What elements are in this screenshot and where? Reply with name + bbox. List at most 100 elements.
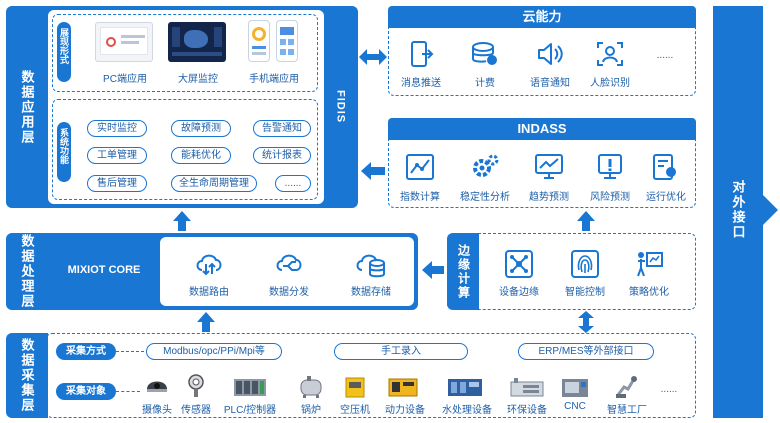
edge-item-strategy: 策略优化: [629, 287, 669, 298]
indass-item-index: 指数计算: [400, 192, 440, 203]
arrow-fidis-cloud: [359, 49, 387, 65]
index-calc-icon: [406, 154, 434, 180]
external-interface-panel: [713, 6, 763, 418]
display-label-text: 展现形式: [59, 28, 69, 64]
face-recognition-icon: [597, 42, 623, 66]
air-compressor-icon: [345, 377, 365, 398]
camera-icon: [147, 381, 167, 392]
strategy-optimize-icon: [637, 252, 663, 277]
function-statistics-report: 统计报表: [253, 147, 311, 164]
plc-controller-icon: [234, 379, 266, 396]
method-modbus: Modbus/opc/PPi/Mpi等: [146, 343, 282, 360]
big-screen-thumbnail: [168, 22, 226, 62]
method-divider: [116, 351, 144, 352]
function-label-text: 系统功能: [59, 128, 69, 164]
object-water-treatment: 水处理设备: [442, 405, 492, 416]
object-power-equipment: 动力设备: [385, 405, 425, 416]
arrow-proc-app: [173, 211, 191, 231]
function-section: [52, 99, 318, 200]
function-energy-optimize: 能耗优化: [171, 147, 231, 164]
edge-item-device: 设备边缘: [499, 287, 539, 298]
collection-method-label: 采集方式: [56, 343, 116, 360]
object-air-compressor: 空压机: [340, 405, 370, 416]
power-equipment-icon: [388, 378, 418, 397]
function-realtime-monitor: 实时监控: [87, 120, 147, 137]
proc-item-distribution: 数据分发: [269, 287, 309, 298]
cloud-item-face: 人脸识别: [590, 78, 630, 89]
arrow-coll-edge: [578, 311, 594, 333]
arrow-edge-indass: [577, 211, 595, 231]
risk-prediction-icon: [598, 154, 622, 179]
function-lifecycle: 全生命周期管理: [171, 175, 257, 192]
function-after-sales: 售后管理: [87, 175, 147, 192]
boiler-icon: [300, 376, 322, 398]
mobile-app-thumbnail-2: [276, 20, 298, 62]
data-routing-icon: [196, 254, 222, 276]
display-item-bigscreen: 大屏监控: [178, 74, 218, 85]
sensor-icon: [188, 374, 204, 397]
edge-item-control: 智能控制: [565, 287, 605, 298]
data-distribution-icon: [276, 254, 302, 271]
data-storage-icon: [356, 254, 385, 278]
mobile-app-thumbnail: [248, 20, 270, 62]
display-label: 展现形式: [57, 22, 71, 82]
display-section: [52, 14, 318, 92]
mixiot-core-label: MIXIOT CORE: [67, 264, 141, 276]
collection-object-label: 采集对象: [56, 383, 116, 400]
display-item-mobile: 手机端应用: [249, 74, 299, 85]
indass-item-stability: 稳定性分析: [460, 192, 510, 203]
device-edge-icon: [505, 250, 533, 278]
function-alarm-notify: 告警通知: [253, 120, 311, 137]
cloud-item-voice: 语音通知: [530, 78, 570, 89]
arrow-indass-app: [361, 162, 385, 180]
object-smart-factory: 智慧工厂: [607, 405, 647, 416]
pc-app-thumbnail: [95, 22, 153, 62]
operation-optimize-icon: [653, 154, 676, 180]
proc-item-routing: 数据路由: [189, 287, 229, 298]
fidis-label: FIDIS: [334, 90, 347, 124]
proc-item-storage: 数据存储: [351, 287, 391, 298]
object-sensor: 传感器: [181, 405, 211, 416]
object-environmental: 环保设备: [507, 405, 547, 416]
layer-label-app: 数据应用层: [6, 6, 48, 208]
cloud-item-message-push: 消息推送: [401, 78, 441, 89]
message-push-icon: [411, 41, 434, 67]
trend-prediction-icon: [535, 154, 563, 179]
indass-title: INDASS: [388, 118, 696, 140]
external-arrow: [760, 192, 778, 228]
method-manual: 手工录入: [334, 343, 468, 360]
arrow-coll-proc: [197, 312, 215, 332]
indass-item-operation: 运行优化: [646, 192, 686, 203]
cloud-item-billing: 计费: [475, 78, 495, 89]
method-erp: ERP/MES等外部接口: [518, 343, 654, 360]
smart-control-icon: [571, 250, 599, 278]
cloud-item-more: ......: [656, 50, 674, 61]
indass-item-trend: 趋势预测: [529, 192, 569, 203]
smart-factory-icon: [616, 376, 637, 398]
layer-label-proc: 数据处理层: [6, 233, 48, 310]
collection-section: [46, 333, 696, 418]
object-cnc: CNC: [564, 401, 586, 412]
function-more: ......: [275, 175, 311, 192]
voice-notify-icon: [538, 43, 563, 65]
stability-analysis-icon: [473, 154, 499, 177]
proc-panel: [160, 237, 414, 306]
edge-title: 边缘计算: [447, 233, 479, 310]
cnc-machine-icon: [562, 379, 588, 397]
object-boiler: 锅炉: [301, 405, 321, 416]
external-interface-label: 对外接口: [730, 180, 746, 240]
water-treatment-icon: [448, 379, 482, 396]
object-divider: [116, 391, 140, 392]
environmental-equipment-icon: [510, 378, 544, 397]
display-item-pc: PC端应用: [103, 74, 147, 85]
indass-item-risk: 风险预测: [590, 192, 630, 203]
function-fault-prediction: 故障预测: [171, 120, 231, 137]
object-more: ......: [660, 384, 678, 395]
billing-icon: [472, 42, 497, 65]
object-camera: 摄像头: [142, 405, 172, 416]
function-label: 系统功能: [57, 122, 71, 182]
cloud-title: 云能力: [388, 6, 696, 28]
object-plc: PLC/控制器: [223, 405, 277, 416]
function-work-order: 工单管理: [87, 147, 147, 164]
layer-label-coll: 数据采集层: [6, 333, 48, 418]
